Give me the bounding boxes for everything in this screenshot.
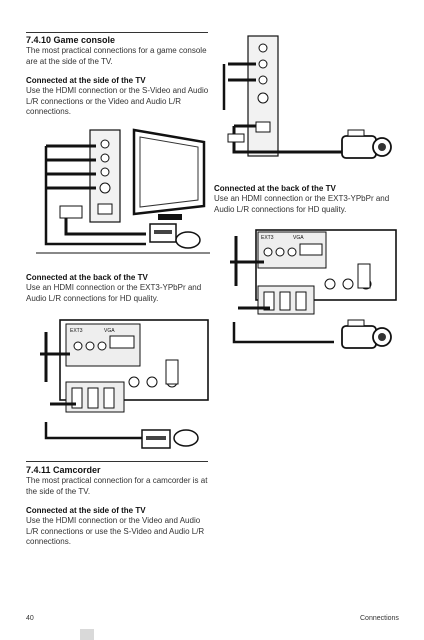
camcorder-rule xyxy=(26,461,208,462)
cam-side-body: Use the HDMI connection or the Video and… xyxy=(26,516,205,546)
figure-game-console-side xyxy=(26,122,210,258)
figure-camcorder-back: EXT3 VGA xyxy=(214,222,400,364)
cam-back-title: Connected at the back of the TV xyxy=(214,184,336,193)
gamepad-shape xyxy=(175,231,201,249)
game-side-body: Use the HDMI connection or the S-Video a… xyxy=(26,86,209,116)
figure-camcorder-side xyxy=(214,30,400,182)
game-console-intro: The most practical connections for a gam… xyxy=(26,46,207,66)
top-rule-left xyxy=(26,32,208,33)
cam-back-body: Use an HDMI connection or the EXT3-YPbPr… xyxy=(214,194,390,214)
camcorder-shape xyxy=(341,319,392,349)
vga-label: VGA xyxy=(104,328,115,334)
game-back-title: Connected at the back of the TV xyxy=(26,273,148,282)
figure-game-console-back: EXT3 VGA xyxy=(26,312,210,452)
cam-side-title: Connected at the side of the TV xyxy=(26,506,146,515)
ext3-label: EXT3 xyxy=(70,328,83,334)
vga-label: VGA xyxy=(293,235,304,241)
ext3-label: EXT3 xyxy=(261,235,274,241)
gamepad-shape xyxy=(173,429,199,447)
game-side-title: Connected at the side of the TV xyxy=(26,76,146,85)
page-corner-mark xyxy=(80,629,94,640)
camcorder-shape xyxy=(341,129,392,159)
page-number: 40 xyxy=(26,615,34,622)
footer-section-name: Connections xyxy=(360,615,399,622)
camcorder-intro: The most practical connection for a camc… xyxy=(26,476,208,496)
game-console-heading: 7.4.10 Game console xyxy=(26,35,116,45)
game-back-body: Use an HDMI connection or the EXT3-YPbPr… xyxy=(26,283,202,303)
camcorder-heading: 7.4.11 Camcorder xyxy=(26,465,101,475)
